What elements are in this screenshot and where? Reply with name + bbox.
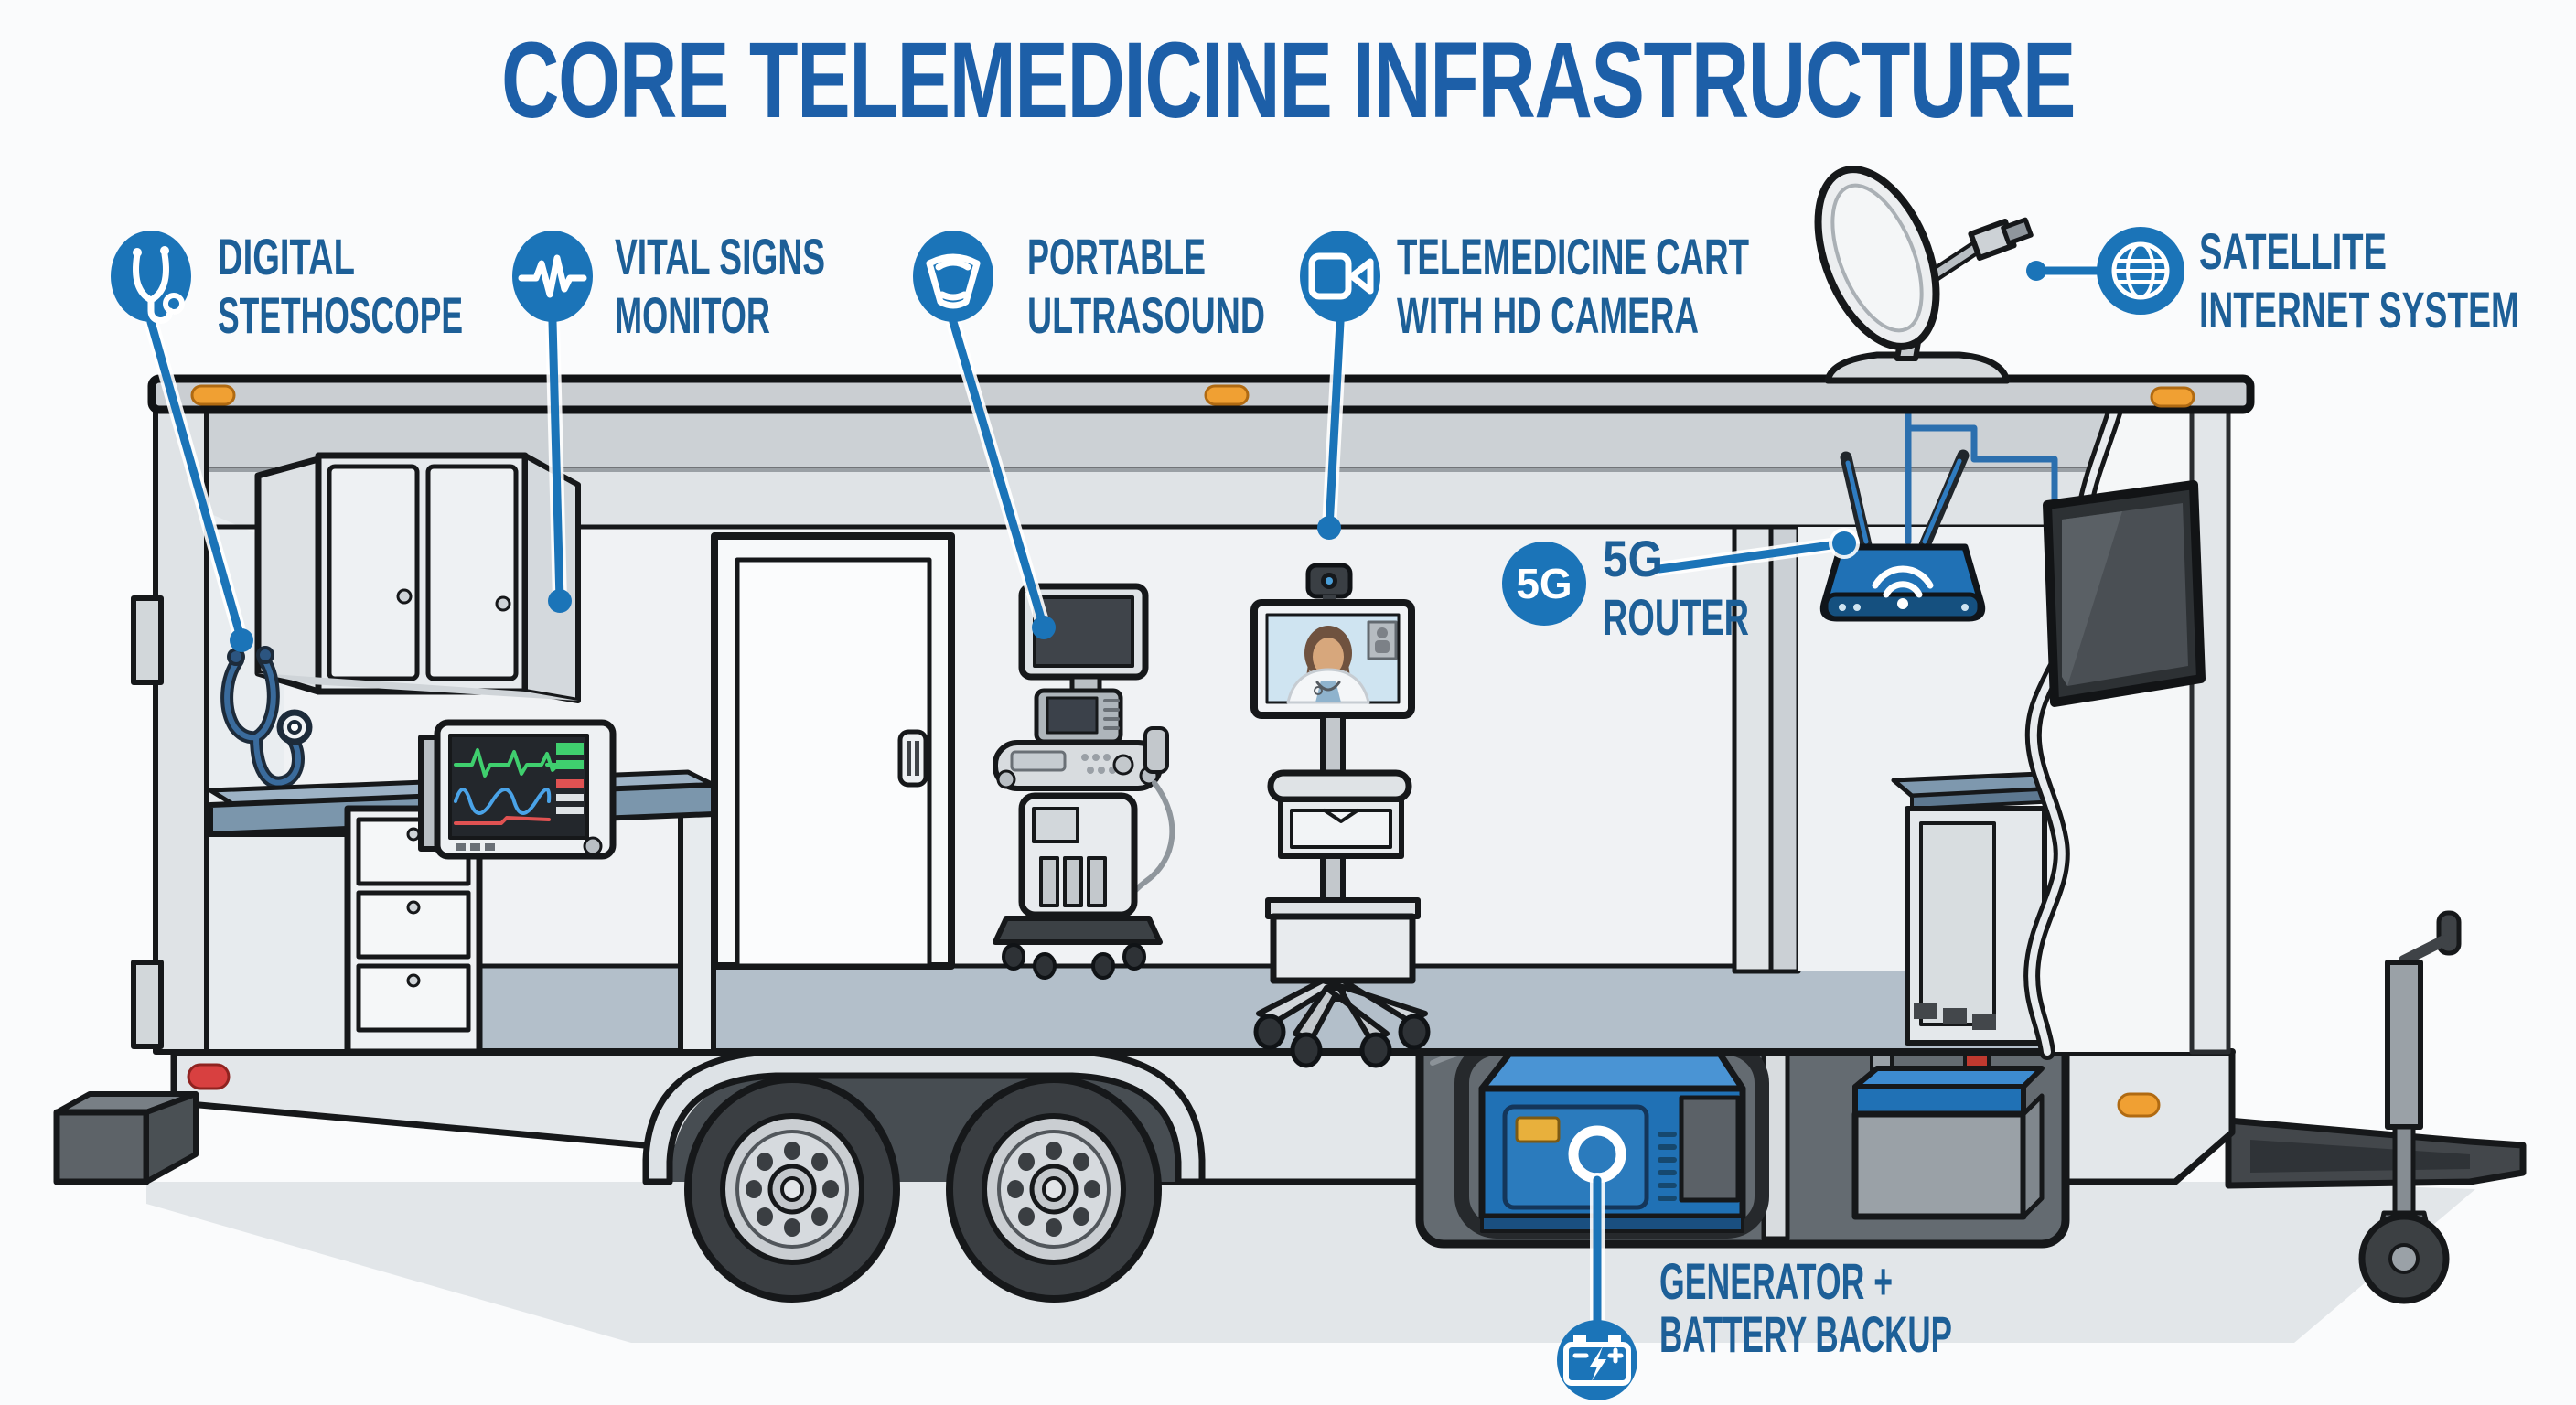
ultrasound-probe [1143, 726, 1169, 774]
stethoscope-icon [111, 231, 191, 322]
backup-battery [1852, 1020, 2045, 1220]
callout-telemedicine-cart: TELEMEDICINE CART WITH HD CAMERA [1300, 228, 1749, 540]
label-line: TELEMEDICINE CART [1397, 228, 1749, 285]
tongue-jack [2358, 910, 2462, 1304]
marker-light-red [187, 1063, 231, 1090]
rear-bumper-step [53, 1091, 199, 1185]
label-line: STETHOSCOPE [218, 286, 463, 344]
drawer [356, 890, 471, 960]
callout-generator-battery: GENERATOR + BATTERY BACKUP [1557, 1125, 1952, 1400]
wall-tv [2043, 480, 2206, 707]
interior-door [711, 532, 955, 970]
generator [1454, 1041, 1769, 1239]
fender [642, 1048, 1206, 1185]
trailer-left-edge [153, 407, 209, 1055]
page-title: CORE TELEMEDICINE INFRASTRUCTURE [501, 20, 2075, 141]
cart-storage-box [1270, 913, 1416, 984]
wheel-assembly [642, 1048, 1206, 1303]
interior-floor [207, 966, 2064, 1052]
resp-trace [454, 816, 551, 825]
generator-label-plate [1515, 1116, 1561, 1143]
cabinet-door [327, 464, 420, 681]
label-line: PORTABLE [1027, 228, 1206, 285]
trailer-tongue [2225, 910, 2527, 1304]
cart-tray [1267, 769, 1412, 803]
cabinet-knob [396, 588, 413, 605]
vital-signs-monitor [418, 719, 617, 860]
left-hinge [131, 595, 164, 685]
tv-cable [1905, 424, 2058, 505]
marker-light [2150, 386, 2195, 408]
5g-router [1819, 449, 1986, 622]
telemedicine-cart [1250, 563, 1431, 1068]
callout-portable-ultrasound: PORTABLE ULTRASOUND [913, 228, 1265, 639]
ecg-trace [454, 748, 560, 778]
ultrasound-touchscreen [1046, 696, 1099, 735]
pleth-trace [454, 788, 552, 815]
marker-light [1204, 384, 1250, 406]
label-line: 5G [1603, 530, 1663, 587]
ultrasound-probe-icon [913, 231, 993, 322]
ultrasound-cart [993, 583, 1175, 980]
5g-badge-icon [1502, 542, 1586, 626]
underbelly-compartment [1415, 1009, 2070, 1249]
cabinet-knob [495, 595, 511, 612]
label-line: ULTRASOUND [1027, 286, 1265, 344]
dish-feedhorn [2001, 217, 2034, 246]
left-hinge [131, 960, 164, 1049]
label-line: MONITOR [615, 286, 770, 344]
trailer [53, 374, 2255, 1303]
cabinet-door [425, 464, 519, 681]
label-line: BATTERY BACKUP [1659, 1305, 1952, 1363]
label-line: INTERNET SYSTEM [2199, 281, 2519, 338]
wheel-left [684, 1076, 900, 1303]
callout-5g-router: 5G 5G ROUTER [1502, 528, 1860, 646]
comms-alcove [1798, 408, 2061, 1046]
label-line: WITH HD CAMERA [1397, 286, 1699, 344]
ultrasound-trackball [1112, 754, 1134, 776]
badge-label: 5G [1516, 560, 1572, 607]
overhead-cabinet [254, 452, 581, 703]
callout-digital-stethoscope: DIGITAL STETHOSCOPE [111, 228, 463, 652]
wifi-icon [1872, 565, 1934, 589]
roof-rail [147, 374, 2255, 414]
marker-light [190, 384, 236, 406]
label-line: ROUTER [1603, 588, 1749, 646]
cart-caster-base [1253, 978, 1431, 1068]
label-line: SATELLITE [2199, 222, 2387, 280]
wheel-right [946, 1076, 1162, 1303]
label-line: DIGITAL [218, 228, 355, 285]
callout-satellite-internet: SATELLITE INTERNET SYSTEM [2026, 222, 2519, 338]
label-line: VITAL SIGNS [615, 228, 825, 285]
wall-stethoscope [220, 646, 313, 789]
marker-light [2117, 1092, 2161, 1118]
remote-doctor [1286, 626, 1370, 704]
satellite-dish [1814, 166, 2034, 384]
door-handle [897, 729, 928, 788]
monitor-power-button [583, 836, 603, 856]
label-line: GENERATOR + [1659, 1252, 1893, 1310]
callout-vital-signs-monitor: VITAL SIGNS MONITOR [512, 228, 825, 613]
